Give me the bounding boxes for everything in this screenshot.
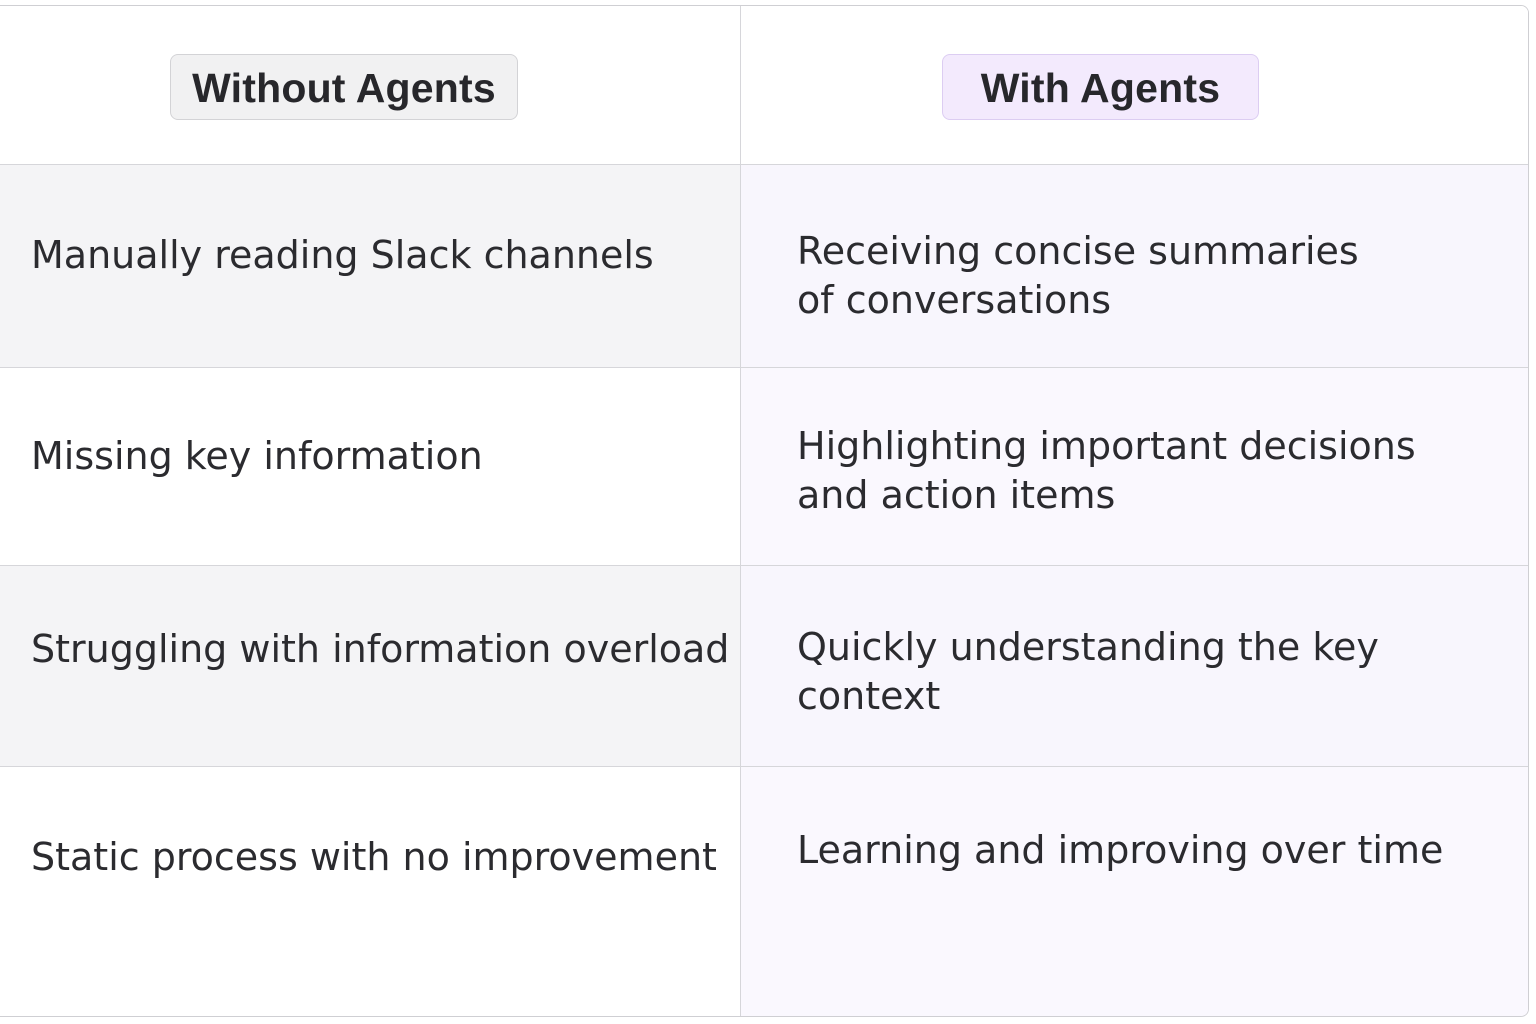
- without-cell: Manually reading Slack channels: [0, 165, 741, 367]
- with-text-line2: context: [797, 674, 941, 718]
- table-row: Struggling with information overload Qui…: [0, 566, 1528, 767]
- without-cell: Static process with no improvement: [0, 767, 741, 1016]
- without-text: Missing key information: [31, 434, 483, 478]
- header-cell-with: With Agents: [741, 6, 1528, 164]
- with-text-line2: of conversations: [797, 278, 1112, 322]
- without-text: Static process with no improvement: [31, 835, 717, 879]
- with-cell: Receiving concise summaries of conversat…: [741, 165, 1528, 367]
- with-cell: Quickly understanding the key context: [741, 566, 1528, 766]
- without-text: Manually reading Slack channels: [31, 233, 654, 277]
- table-row: Static process with no improvement Learn…: [0, 767, 1528, 1016]
- with-text-line2: and action items: [797, 473, 1116, 517]
- table-row: Manually reading Slack channels Receivin…: [0, 165, 1528, 368]
- comparison-table: Without Agents With Agents Manually read…: [0, 5, 1529, 1017]
- with-text-line1: Quickly understanding the key: [797, 625, 1379, 669]
- with-text-line1: Highlighting important decisions: [797, 424, 1416, 468]
- with-cell: Highlighting important decisions and act…: [741, 368, 1528, 565]
- without-cell: Missing key information: [0, 368, 741, 565]
- without-cell: Struggling with information overload: [0, 566, 741, 766]
- with-agents-header: With Agents: [942, 54, 1259, 120]
- without-agents-header: Without Agents: [170, 54, 518, 120]
- table-row: Missing key information Highlighting imp…: [0, 368, 1528, 566]
- without-text: Struggling with information overload: [31, 627, 730, 671]
- with-text-line1: Receiving concise summaries: [797, 229, 1359, 273]
- header-cell-without: Without Agents: [0, 6, 741, 164]
- with-text-line1: Learning and improving over time: [797, 828, 1444, 872]
- table-header-row: Without Agents With Agents: [0, 6, 1528, 165]
- with-cell: Learning and improving over time: [741, 767, 1528, 1016]
